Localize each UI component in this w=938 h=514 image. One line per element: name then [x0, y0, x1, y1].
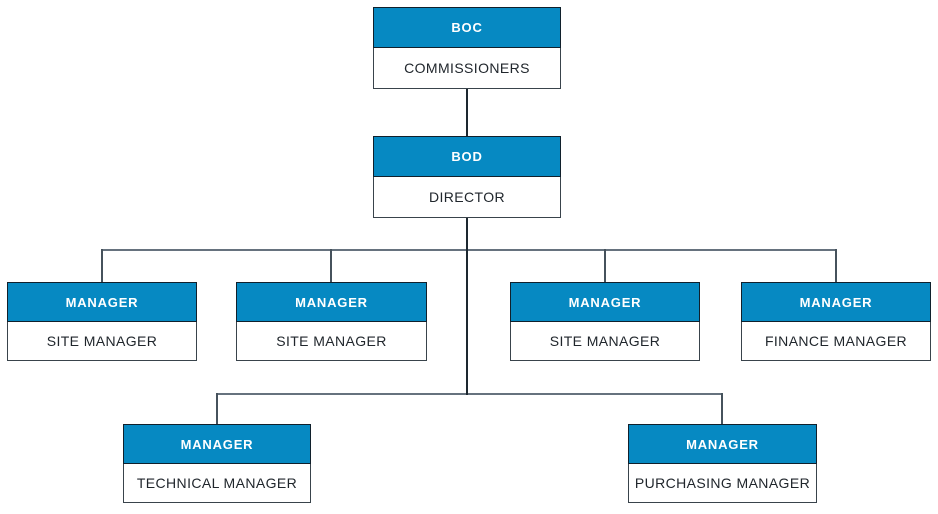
org-node-title: BOC — [373, 7, 561, 48]
org-node-subtitle: FINANCE MANAGER — [741, 322, 931, 361]
org-node-boc: BOC COMMISSIONERS — [373, 7, 561, 89]
org-node-subtitle: PURCHASING MANAGER — [628, 464, 817, 503]
org-node-title: MANAGER — [510, 282, 700, 322]
org-node-subtitle: SITE MANAGER — [510, 322, 700, 361]
org-node-site-manager-1: MANAGER SITE MANAGER — [7, 282, 197, 361]
org-node-subtitle: TECHNICAL MANAGER — [123, 464, 311, 503]
connector-row2-horizontal — [216, 393, 723, 395]
org-node-subtitle: SITE MANAGER — [236, 322, 427, 361]
org-node-title: BOD — [373, 136, 561, 177]
connector-row1-horizontal — [101, 249, 837, 251]
connector-bod-trunk — [466, 218, 468, 395]
org-node-title: MANAGER — [741, 282, 931, 322]
connector-drop-site-1 — [101, 249, 103, 282]
org-node-site-manager-3: MANAGER SITE MANAGER — [510, 282, 700, 361]
org-node-title: MANAGER — [236, 282, 427, 322]
org-node-subtitle: SITE MANAGER — [7, 322, 197, 361]
org-node-finance-manager: MANAGER FINANCE MANAGER — [741, 282, 931, 361]
connector-drop-purchasing — [721, 393, 723, 424]
org-node-subtitle: DIRECTOR — [373, 177, 561, 218]
connector-drop-finance — [835, 249, 837, 282]
connector-drop-site-3 — [604, 249, 606, 282]
org-node-bod: BOD DIRECTOR — [373, 136, 561, 218]
org-node-purchasing-manager: MANAGER PURCHASING MANAGER — [628, 424, 817, 503]
connector-boc-to-bod — [466, 89, 468, 136]
connector-drop-technical — [216, 393, 218, 424]
org-node-site-manager-2: MANAGER SITE MANAGER — [236, 282, 427, 361]
org-node-title: MANAGER — [7, 282, 197, 322]
connector-drop-site-2 — [330, 249, 332, 282]
org-node-title: MANAGER — [123, 424, 311, 464]
org-node-title: MANAGER — [628, 424, 817, 464]
org-node-subtitle: COMMISSIONERS — [373, 48, 561, 89]
org-node-technical-manager: MANAGER TECHNICAL MANAGER — [123, 424, 311, 503]
